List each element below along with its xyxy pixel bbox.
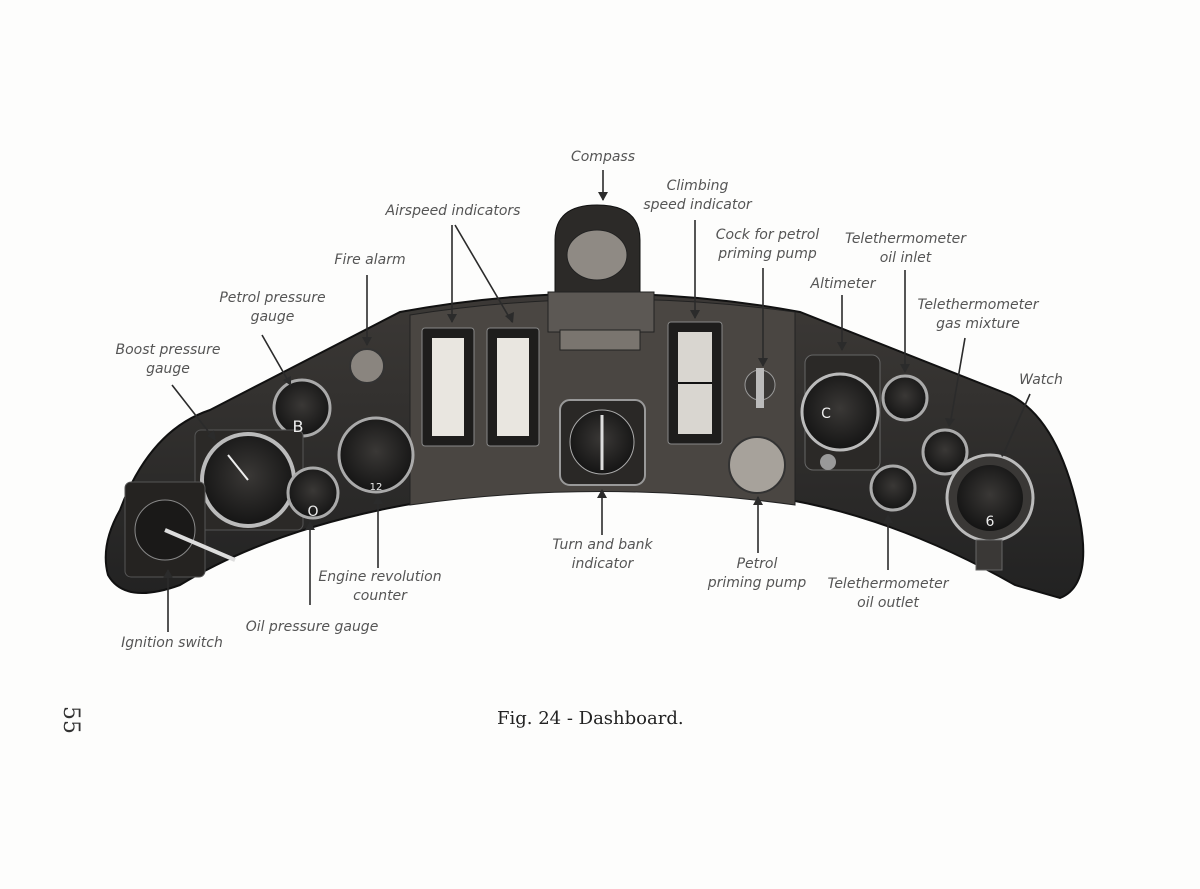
watch-mark: 6 [986, 514, 995, 530]
ignition-switch-label-text: Ignition switch [121, 635, 223, 651]
oil-inlet-label: Telethermometer oil inlet [838, 230, 973, 268]
ignition-switch-instrument [124, 481, 236, 578]
oil-outlet-label-line2: oil outlet [857, 595, 919, 611]
climbing-speed-indicator [667, 321, 723, 445]
compass-label-text: Compass [570, 149, 636, 165]
turn-bank-label-line2: indicator [571, 556, 634, 572]
climbing-speed-label: Climbing speed indicator [630, 177, 765, 215]
airspeed-label-text: Airspeed indicators [385, 203, 521, 219]
oil-gauge-mark: O [307, 504, 318, 520]
altimeter-instrument [800, 354, 881, 471]
altimeter-label: Altimeter [803, 275, 883, 294]
oil-inlet-label-line1: Telethermometer [845, 231, 966, 247]
airspeed-indicator-left [421, 327, 475, 447]
arrowheads [163, 192, 1008, 578]
petrol-priming-label-line2: priming pump [707, 575, 807, 591]
gas-mixture-label-line2: gas mixture [936, 316, 1020, 332]
airspeed-leader-right [454, 224, 513, 323]
petrol-pressure-leader [261, 334, 291, 385]
fire-alarm-instrument [349, 348, 385, 384]
telethermometer-oil-inlet-instrument [881, 374, 929, 422]
oil-outlet-label-line1: Telethermometer [827, 576, 949, 592]
engine-revolution-counter-instrument [337, 416, 415, 494]
airspeed-indicator-right [486, 327, 540, 447]
oil-pressure-gauge-instrument [286, 466, 340, 520]
petrol-priming-label-line1: Petrol [736, 556, 778, 572]
watch-label: Watch [1005, 371, 1077, 390]
compass-instrument [547, 204, 655, 351]
boost-pressure-gauge-instrument [194, 429, 304, 531]
page-number: 55 [58, 706, 83, 734]
engine-revolution-label-line1: Engine revolution [318, 569, 442, 585]
altimeter-mark: C [821, 406, 831, 422]
telethermometer-gas-mixture-instrument [921, 428, 969, 476]
ignition-switch-label: Ignition switch [112, 634, 232, 653]
oil-outlet-label: Telethermometer oil outlet [820, 575, 956, 613]
watch-leader [1002, 393, 1031, 456]
boost-gauge-mark: B [293, 417, 304, 436]
gas-mixture-label-line1: Telethermometer [917, 297, 1039, 313]
gas-mixture-leader [949, 337, 966, 426]
petrol-priming-label: Petrol priming pump [698, 555, 816, 593]
gas-mixture-label: Telethermometer gas mixture [908, 296, 1048, 334]
telethermometer-oil-outlet-instrument [869, 464, 917, 512]
boost-leader [171, 384, 216, 441]
compass-label: Compass [560, 148, 646, 167]
altimeter-label-text: Altimeter [810, 276, 876, 292]
petrol-pressure-label-line2: gauge [250, 309, 295, 325]
engine-revolution-label-line2: counter [353, 588, 407, 604]
petrol-pressure-label-line1: Petrol pressure [219, 290, 326, 306]
figure-caption: Fig. 24 - Dashboard. [497, 708, 684, 729]
oil-pressure-label: Oil pressure gauge [232, 618, 392, 637]
turn-bank-label-line1: Turn and bank [552, 537, 653, 553]
petrol-cock-label-line1: Cock for petrol [715, 227, 820, 243]
turn-bank-label: Turn and bank indicator [535, 536, 670, 574]
fire-alarm-label-text: Fire alarm [334, 252, 406, 268]
turn-bank-indicator [559, 399, 646, 486]
engine-revolution-label: Engine revolution counter [310, 568, 450, 606]
petrol-pressure-label: Petrol pressure gauge [210, 289, 335, 327]
climbing-speed-label-line2: speed indicator [643, 197, 752, 213]
petrol-cock-instrument [744, 368, 776, 408]
leader-lines [167, 170, 1031, 632]
boost-pressure-label: Boost pressure gauge [108, 341, 228, 379]
oil-inlet-label-line2: oil inlet [879, 250, 932, 266]
rev-gauge-mark: 12 [370, 482, 383, 493]
fire-alarm-label: Fire alarm [325, 251, 415, 270]
oil-pressure-label-text: Oil pressure gauge [245, 619, 379, 635]
boost-pressure-label-line1: Boost pressure [115, 342, 221, 358]
boost-pressure-label-line2: gauge [146, 361, 190, 377]
petrol-cock-label-line2: priming pump [718, 246, 817, 262]
climbing-speed-label-line1: Climbing [666, 178, 729, 194]
petrol-cock-label: Cock for petrol priming pump [700, 226, 835, 264]
watch-instrument [945, 453, 1035, 571]
petrol-priming-pump-instrument [728, 436, 786, 494]
watch-label-text: Watch [1019, 372, 1063, 388]
airspeed-label: Airspeed indicators [378, 202, 528, 221]
